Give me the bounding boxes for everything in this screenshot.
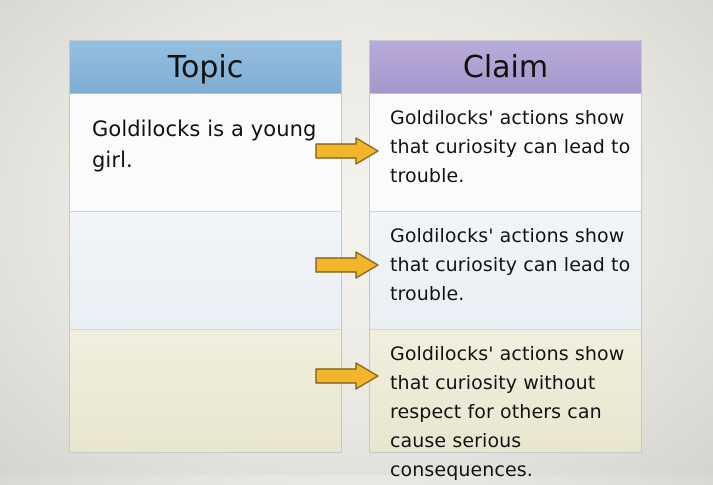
claim-column: Claim Goldilocks' actions show that curi… — [369, 40, 642, 481]
claim-cell-2: Goldilocks' actions show that curiosity … — [370, 212, 641, 330]
topic-column: Topic Goldilocks is a young girl. — [69, 40, 342, 453]
topic-cell-1: Goldilocks is a young girl. — [70, 94, 341, 212]
topic-header: Topic — [70, 41, 341, 94]
arrow-right-icon — [315, 251, 379, 279]
topic-cell-2 — [70, 212, 341, 330]
arrow-right-icon — [315, 362, 379, 390]
claim-header: Claim — [370, 41, 641, 94]
topic-cell-3 — [70, 330, 341, 452]
claim-cell-3: Goldilocks' actions show that curiosity … — [370, 330, 641, 481]
claim-cell-1: Goldilocks' actions show that curiosity … — [370, 94, 641, 212]
arrow-right-icon — [315, 137, 379, 165]
